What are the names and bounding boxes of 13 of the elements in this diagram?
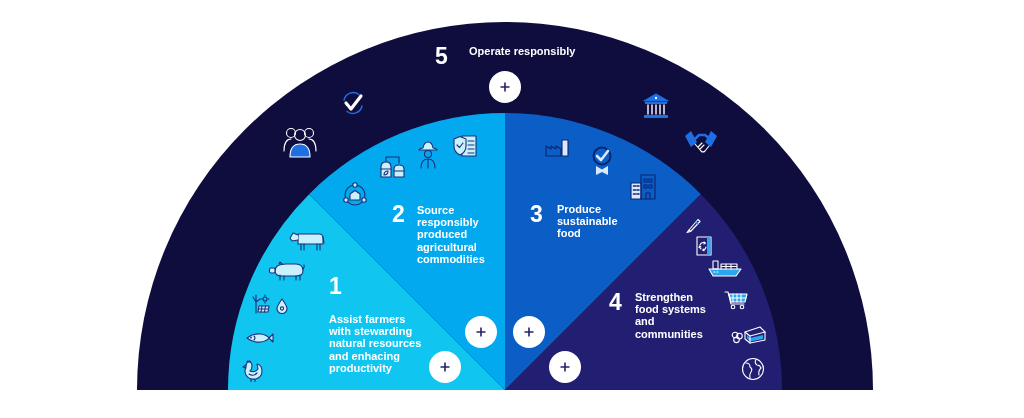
step-title: Strengthen food systems and communities [635,291,707,340]
step-number: 3 [530,201,543,227]
pie-segment [505,194,782,390]
step-number: 4 [609,289,622,315]
step-number: 1 [329,273,342,299]
pie-segment [309,113,505,390]
step-title: Operate responsibly [469,45,576,58]
step-title: Produce sustainable food [557,203,619,240]
step-title: Assist farmers with stewarding natural resources and enhacing productivity [329,313,423,374]
outer-semicircle [137,22,873,390]
step-number: 5 [435,43,448,69]
step-title: Source responsibly produced agricultural commodities [417,204,486,265]
step-number: 2 [392,201,405,227]
